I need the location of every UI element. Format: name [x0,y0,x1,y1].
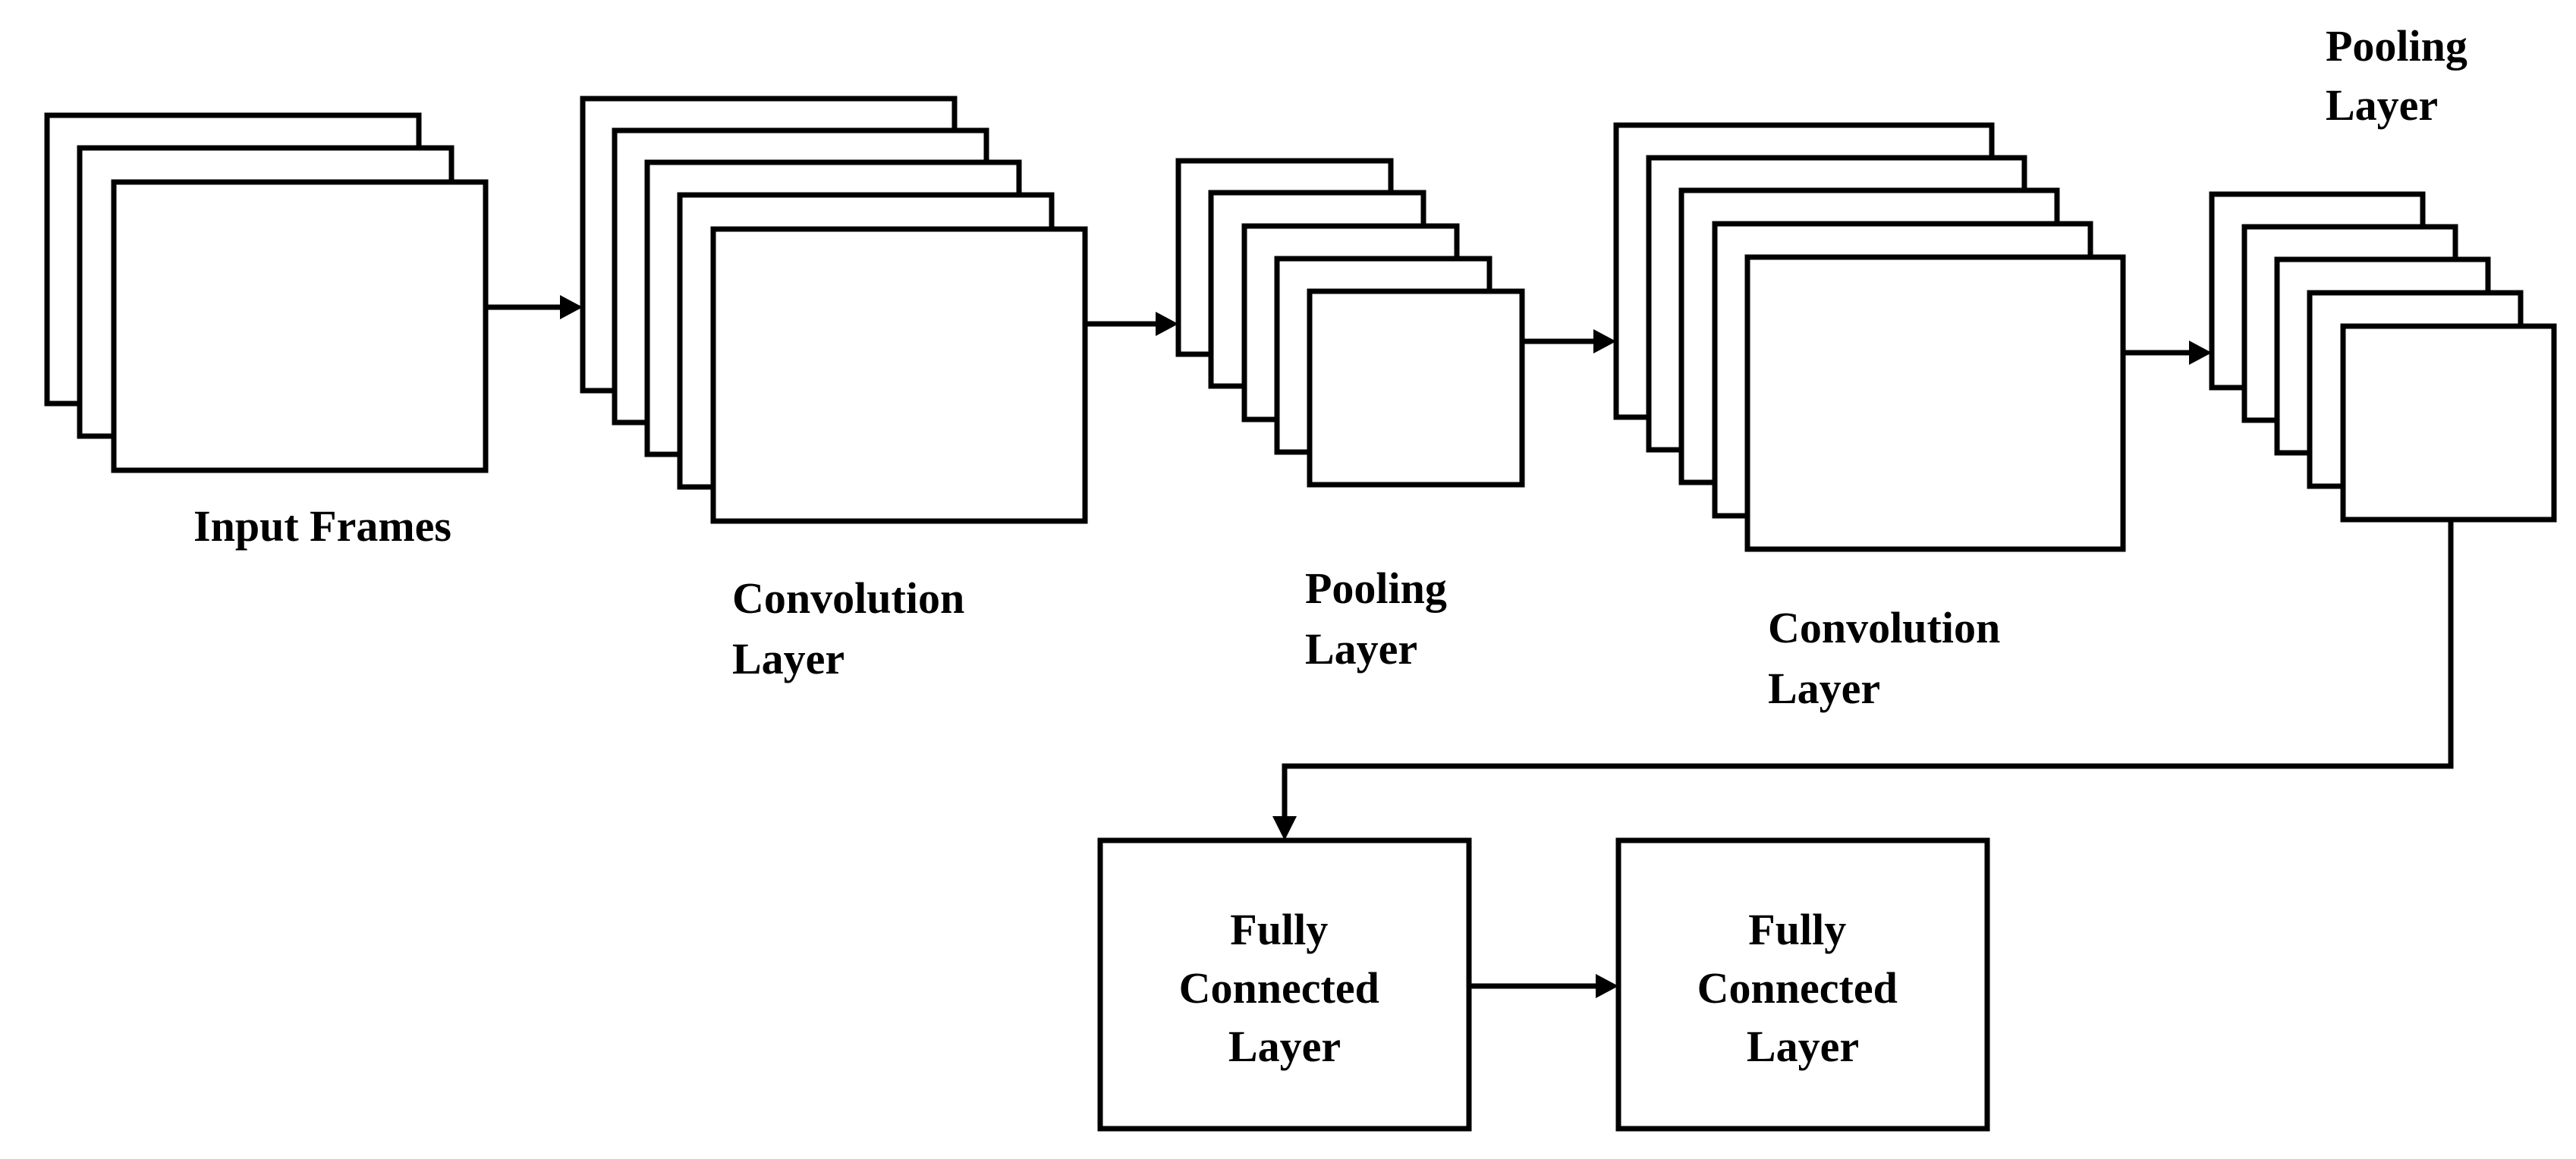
input-frames-stack [44,112,489,473]
arrowhead [1596,974,1618,998]
connector-fc1-to-fc2 [1469,974,1618,998]
frame [111,179,489,473]
feature-map [710,226,1088,524]
feature-map [2340,323,2557,523]
convolution-layer-2-stack [1613,122,2126,552]
connector-pool2-to-fc1 [1272,520,2454,840]
arrowhead [2189,341,2212,365]
fully-connected-layer-1-label: Fully Connected Layer [1179,905,1391,1071]
connector-conv2-to-pool2 [2123,341,2212,365]
convolution-layer-1-stack [580,96,1088,524]
convolution-layer-2-label: Convolution Layer [1768,603,2011,713]
arrowhead [1272,816,1297,840]
connector-pool1-to-conv2 [1522,329,1616,353]
connector-input-to-conv1 [486,295,583,319]
arrowhead [1593,329,1616,353]
feature-map [1307,288,1525,488]
arrowhead [1156,312,1178,336]
feature-map [1744,254,2126,552]
fully-connected-layer-2-label: Fully Connected Layer [1697,905,1909,1071]
arrowhead [560,295,583,319]
convolution-layer-1-label: Convolution Layer [732,573,976,683]
pooling-layer-1-stack [1175,158,1525,488]
input-frames-label: Input Frames [193,501,451,551]
fully-connected-layer-1-box [1097,837,1472,1132]
fully-connected-layer-2-box [1615,837,1990,1132]
connector-conv1-to-pool1 [1085,312,1178,336]
pooling-layer-2-label: Pooling Layer [2326,21,2478,130]
pooling-layer-2-stack [2209,191,2557,523]
pooling-layer-1-label: Pooling Layer [1305,564,1458,674]
